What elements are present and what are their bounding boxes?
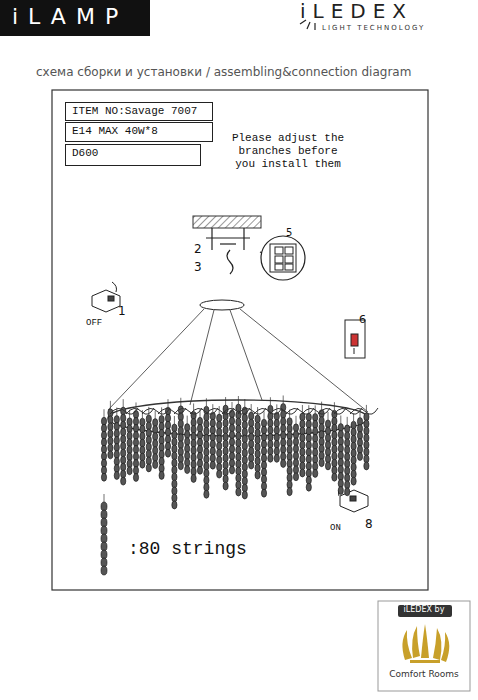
cell-text: ITEM NO:Savage 7007 (72, 105, 206, 118)
logo-text: iLEDEX by (380, 605, 468, 614)
ceiling (193, 216, 261, 228)
zoom-circle (261, 236, 305, 280)
table-cell: ITEM NO:Savage 7007 (65, 102, 213, 121)
callout-number: 6 (359, 314, 366, 327)
logo-text: Comfort Rooms (380, 669, 468, 679)
subtitle: схема сборки и установки / assembling&co… (36, 66, 411, 80)
table-cell: D600 (65, 144, 201, 166)
logo-text: iLAMP (12, 4, 128, 29)
canopy (200, 300, 244, 310)
callout-number: 1 (118, 305, 126, 319)
cell-text: D600 (72, 147, 194, 160)
cell-text: E14 MAX 40W*8 (72, 125, 206, 138)
callout-number: 2 (194, 243, 202, 257)
strand-count: :80 strings (128, 539, 247, 560)
power-switch-off (92, 282, 120, 312)
logo-frame (378, 601, 470, 691)
crown-icon (402, 624, 449, 663)
callout-number: 5 (286, 227, 292, 239)
callout-number: 8 (365, 518, 373, 532)
switch-state: OFF (86, 318, 102, 328)
suspension-wires (108, 309, 368, 412)
single-strand (101, 494, 107, 575)
switch-state: ON (330, 523, 341, 533)
logo-tagline: LIGHT TECHNOLOGY (322, 24, 425, 32)
logo-text: iLEDEX (300, 0, 413, 23)
mount-bracket (206, 228, 270, 274)
power-switch-on (338, 486, 368, 512)
logo-box (0, 0, 150, 36)
crystal-strands (101, 395, 378, 508)
table-cell: E14 MAX 40W*8 (65, 122, 213, 142)
callout-number: 3 (194, 261, 202, 275)
frame (52, 90, 428, 590)
logo-block: iLEDEX by Comfort Rooms (380, 603, 468, 689)
note: Please adjust the branches before you in… (228, 132, 348, 172)
terminal-block (270, 244, 296, 272)
frame-ring (108, 400, 368, 436)
